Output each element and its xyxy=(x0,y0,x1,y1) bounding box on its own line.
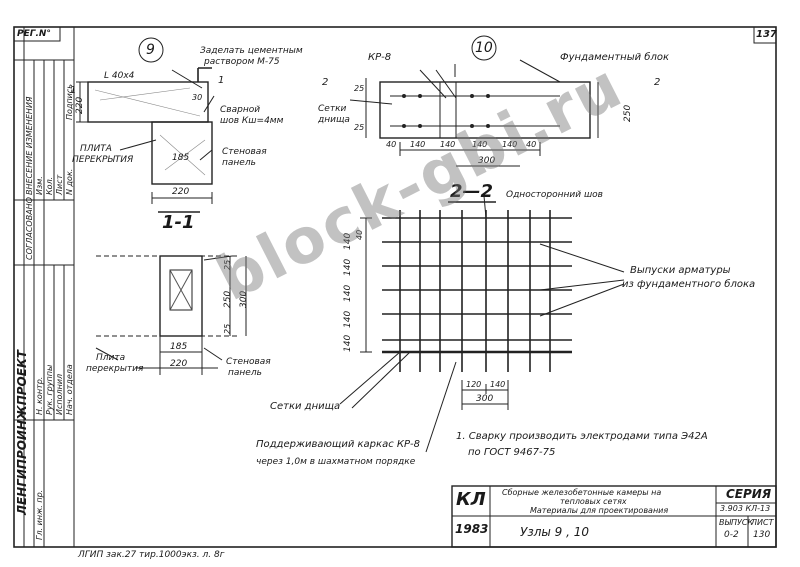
note-line2: по ГОСТ 9467-75 xyxy=(468,447,556,458)
title-code: КЛ xyxy=(456,489,486,510)
node10-dim-140-a: 140 xyxy=(410,140,426,149)
node9-panel-line2: панель xyxy=(222,158,256,168)
sec22-dim-300: 300 xyxy=(476,394,494,404)
cut-mark-2-right: 2 xyxy=(654,77,661,88)
node9-dim-220-vertical: 220 xyxy=(75,96,85,114)
cut-mark-1-right: 1 xyxy=(218,75,225,86)
sheet-label: ЛИСТ xyxy=(751,518,774,527)
sheet-value: 130 xyxy=(753,530,771,540)
node9-slab-line2: ПЕРЕКРЫТИЯ xyxy=(72,155,134,165)
sec11-dim-185: 185 xyxy=(170,342,188,352)
sec11-slab-line1: Плита xyxy=(96,353,126,363)
sec22-one-sided-weld: Односторонний шов xyxy=(506,190,603,200)
signer-4: Нач. отдела xyxy=(65,364,74,415)
node10-dim-300: 300 xyxy=(478,156,496,166)
sec22-dim-140: 140 xyxy=(490,380,506,389)
signer-1: Н. контр. xyxy=(35,376,44,415)
note-line1: 1. Сварку производить электродами типа Э… xyxy=(456,431,708,442)
node9-wall-panel xyxy=(151,121,213,185)
sec11-dim-25-bottom: 25 xyxy=(223,323,232,334)
node9-dim-185: 185 xyxy=(172,153,190,163)
node10-dim-40-left: 40 xyxy=(386,140,397,149)
sec11-panel xyxy=(159,255,203,337)
section-1-1-title: 1-1 xyxy=(162,212,195,233)
title-subject: Узлы 9 , 10 xyxy=(520,525,589,539)
sec22-support-line2: через 1,0м в шахматном порядке xyxy=(256,457,416,467)
sheet-number: 137 xyxy=(756,29,777,40)
node10-dim-140-d: 140 xyxy=(502,140,518,149)
sec22-vdim-3: 140 xyxy=(343,284,353,302)
node9-seal-line1: Заделать цементным xyxy=(200,46,303,56)
issue-value: 0-2 xyxy=(724,530,739,540)
sec11-slab-line2: перекрытия xyxy=(86,364,144,374)
node10-block xyxy=(379,81,591,139)
node9-circle xyxy=(138,37,164,63)
changes-col-4: N док. xyxy=(65,168,74,195)
node9-number: 9 xyxy=(146,42,155,58)
sec22-rebar-line2: из фундаментного блока xyxy=(622,279,756,290)
title-line2: тепловых сетях xyxy=(560,497,627,506)
node10-dim-140-c: 140 xyxy=(472,140,488,149)
node10-frame-label: КР-8 xyxy=(368,52,392,63)
changes-col-3: Лист xyxy=(55,174,64,195)
node9-seal-line2: раствором М-75 xyxy=(204,57,280,67)
sec11-dim-220: 220 xyxy=(170,359,188,369)
sec11-panel-line1: Стеновая xyxy=(226,357,271,367)
sec22-vdim-2: 140 xyxy=(343,258,353,276)
changes-header: ВНЕСЕНИЕ ИЗМЕНЕНИЯ xyxy=(25,96,34,196)
cut-mark-2-left: 2 xyxy=(322,77,329,88)
signer-3: Исполнил xyxy=(55,373,64,415)
sec11-panel-line2: панель xyxy=(228,368,262,378)
node10-dim-25-top: 25 xyxy=(354,84,365,93)
title-line1: Сборные железобетонные камеры на xyxy=(502,488,662,497)
node10-dim-140-b: 140 xyxy=(440,140,456,149)
sec22-rebar-line1: Выпуски арматуры xyxy=(630,265,731,276)
node9-slab-line1: ПЛИТА xyxy=(80,144,112,154)
sec22-dim-120: 120 xyxy=(466,380,482,389)
node9-angle-label: L 40x4 xyxy=(104,71,135,81)
sec22-mesh-label: Сетки днища xyxy=(270,401,341,412)
series-label: СЕРИЯ xyxy=(726,487,772,501)
node9-slab xyxy=(87,81,209,123)
sec22-support-line1: Поддерживающий каркас КР-8 xyxy=(256,439,420,450)
cut-mark-1-left: 1 xyxy=(70,85,77,96)
approval-header: СОГЛАСОВАНО xyxy=(25,197,34,260)
sec11-frame xyxy=(169,269,193,311)
node9-weld-line1: Сварной xyxy=(220,105,261,115)
node10-mesh-line2: днища xyxy=(318,115,350,125)
signer-2: Рук. группы xyxy=(45,364,54,415)
sec22-vdim-5: 140 xyxy=(343,334,353,352)
node9-dim-30: 30 xyxy=(192,93,203,102)
issue-label: ВЫПУСК xyxy=(719,518,754,527)
sec22-vdim-4: 140 xyxy=(343,310,353,328)
node10-circle xyxy=(471,35,497,61)
changes-col-1: Изм. xyxy=(35,176,44,195)
changes-col-2: Кол. xyxy=(45,176,54,195)
sheet-no-box xyxy=(753,26,777,44)
signer-5: Гл. инж. пр. xyxy=(35,489,44,540)
node10-mesh-line1: Сетки xyxy=(318,104,347,114)
node9-dim-220: 220 xyxy=(172,187,190,197)
section-2-2-title: 2—2 xyxy=(450,181,494,202)
organization-name: ЛЕНГИПРОИНЖПРОЕКТ xyxy=(15,350,29,515)
node9-panel-line1: Стеновая xyxy=(222,147,267,157)
sec22-grid xyxy=(382,210,572,372)
series-value: 3.903 КЛ-13 xyxy=(720,504,771,513)
node10-dim-40-right: 40 xyxy=(526,140,537,149)
title-year: 1983 xyxy=(455,522,489,536)
title-line3: Материалы для проектирования xyxy=(530,506,669,515)
node10-block-label: Фундаментный блок xyxy=(560,52,669,63)
node10-dim-25-bottom: 25 xyxy=(354,123,365,132)
node10-number: 10 xyxy=(475,40,493,56)
reg-number-label: РЕГ.N° xyxy=(17,29,51,39)
reg-box xyxy=(13,26,61,42)
node9-weld-line2: шов Кш=4мм xyxy=(220,116,284,126)
print-info: ЛГИП зак.27 тир.1000экз. л. 8г xyxy=(78,550,225,560)
